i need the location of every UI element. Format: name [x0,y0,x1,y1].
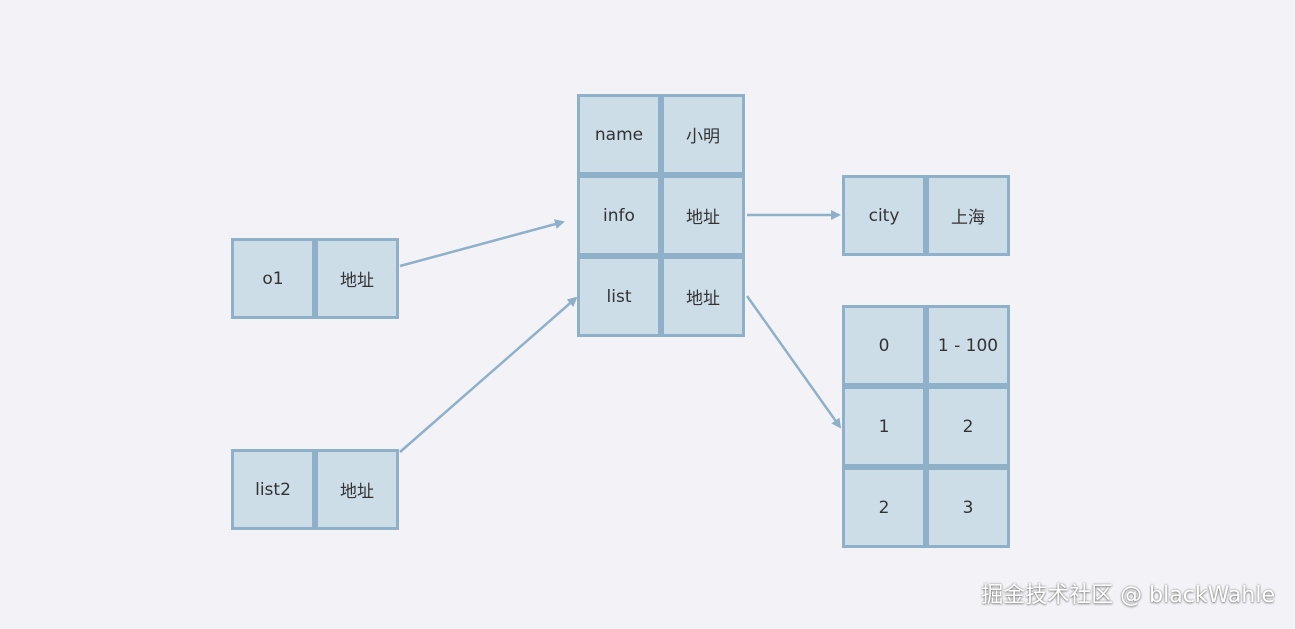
arrow-o1-to-object [399,219,565,268]
obj-name-value-cell: 小明 [661,94,745,175]
obj-info-key-cell: info [577,175,661,256]
variable-list2-box: list2 地址 [231,449,399,530]
variable-o1-box: o1 地址 [231,238,399,319]
o1-key-cell: o1 [231,238,315,319]
arrow-list2-to-object [399,296,578,453]
watermark-text: 掘金技术社区 @ blackWahle [981,583,1275,608]
obj-info-value-cell: 地址 [661,175,745,256]
list2-value-cell: 地址 [315,449,399,530]
info-object-box: city 上海 [842,175,1010,256]
list2-key-cell: list2 [231,449,315,530]
arrow-list-to-array [745,295,842,429]
list-index-2-cell: 2 [842,467,926,548]
list-value-1-cell: 2 [926,386,1010,467]
heap-object-box: name 小明 info 地址 list 地址 [577,94,745,337]
info-city-key-cell: city [842,175,926,256]
list-index-1-cell: 1 [842,386,926,467]
list-array-box: 0 1 - 100 1 2 2 3 [842,305,1010,548]
obj-list-value-cell: 地址 [661,256,745,337]
list-value-2-cell: 3 [926,467,1010,548]
obj-list-key-cell: list [577,256,661,337]
o1-value-cell: 地址 [315,238,399,319]
info-city-value-cell: 上海 [926,175,1010,256]
list-value-0-cell: 1 - 100 [926,305,1010,386]
list-index-0-cell: 0 [842,305,926,386]
obj-name-key-cell: name [577,94,661,175]
